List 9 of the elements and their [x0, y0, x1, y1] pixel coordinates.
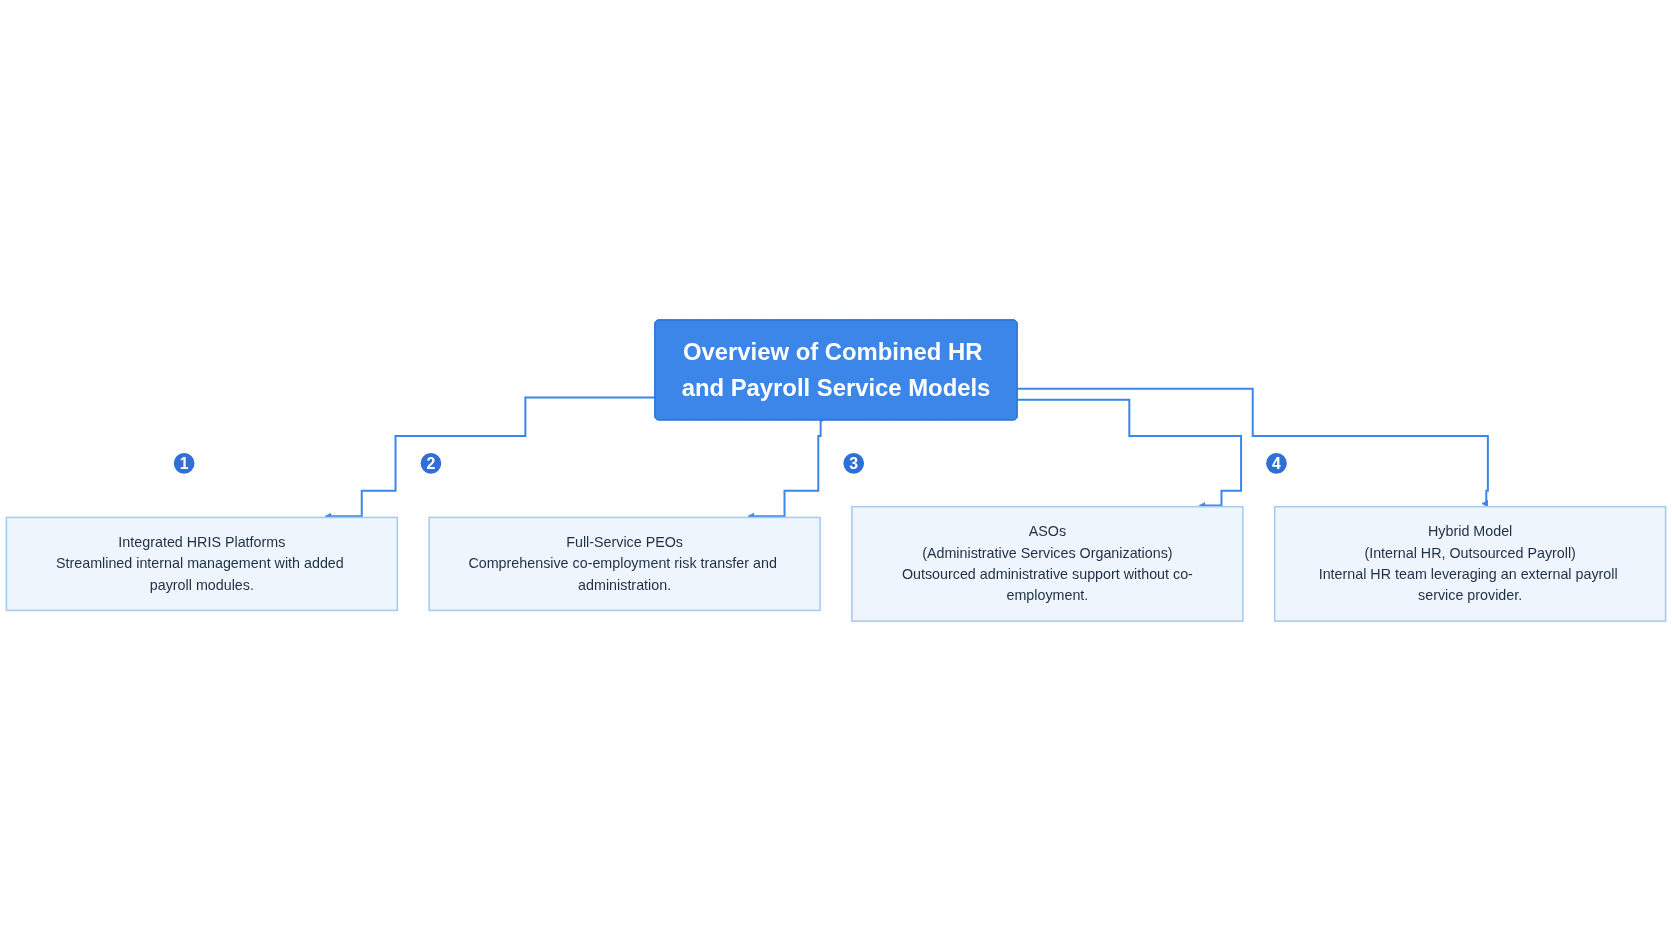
node-circle — [840, 450, 867, 477]
arrow — [1016, 387, 1489, 508]
node-circle — [1263, 450, 1290, 477]
node-box — [428, 516, 821, 612]
node-box — [1273, 505, 1667, 622]
node-circle — [418, 450, 444, 477]
node-box — [851, 505, 1244, 622]
node-circle — [171, 450, 197, 477]
node-box — [5, 516, 399, 612]
